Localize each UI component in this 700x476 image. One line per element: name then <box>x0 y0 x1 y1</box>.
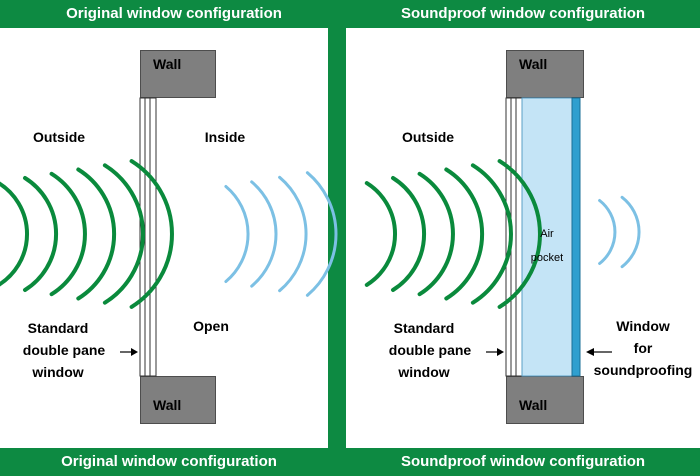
left-window-label-line3: window <box>32 364 84 380</box>
right-inside-wave-1 <box>598 199 617 265</box>
soundproof-label: Window for soundproofing <box>590 315 696 381</box>
left-inside-wave-2 <box>250 180 278 288</box>
right-wall-top-label: Wall <box>519 56 548 72</box>
right-outside-wave-4 <box>444 167 485 301</box>
air-pocket-label-line1: Air <box>540 228 554 240</box>
right-wall-bottom-label: Wall <box>519 397 548 413</box>
soundproof-label-line3: soundproofing <box>593 362 693 378</box>
left-open-label: Open <box>193 318 229 334</box>
left-wall-bottom: Wall <box>140 376 216 424</box>
right-window-label-line3: window <box>398 364 450 380</box>
air-pocket-label-line2: pocket <box>530 252 564 264</box>
sound-waves <box>0 159 641 309</box>
right-window-label: Standard double pane window <box>366 317 482 383</box>
left-outside-wave-4 <box>76 167 117 301</box>
left-outside-label: Outside <box>32 129 86 145</box>
right-window-label-line1: Standard <box>393 320 455 336</box>
left-wall-top: Wall <box>140 50 216 98</box>
left-outside-wave-1 <box>0 181 29 287</box>
soundproof-label-line1: Window <box>616 318 670 334</box>
left-window-label-line1: Standard <box>27 320 89 336</box>
left-window-label-line2: double pane <box>22 342 106 358</box>
right-header: Soundproof window configuration <box>400 5 646 22</box>
right-window-arrow <box>486 348 504 356</box>
left-inside-label: Inside <box>204 129 246 145</box>
right-double-pane-window <box>505 97 523 377</box>
left-inside-wave-4 <box>305 171 338 297</box>
left-inside-wave-3 <box>278 175 308 293</box>
left-double-pane-window <box>139 97 157 377</box>
right-wall-bottom: Wall <box>506 376 584 424</box>
right-outside-wave-6 <box>497 159 542 309</box>
right-wall-top: Wall <box>506 50 584 98</box>
right-outside-label: Outside <box>401 129 455 145</box>
right-footer: Soundproof window configuration <box>400 453 646 470</box>
soundproof-arrow <box>586 348 612 356</box>
right-outside-wave-5 <box>470 163 513 305</box>
left-footer: Original window configuration <box>61 453 277 470</box>
right-outside-wave-3 <box>417 171 455 297</box>
right-outside-wave-1 <box>364 181 397 287</box>
left-wall-bottom-label: Wall <box>153 397 182 413</box>
left-header: Original window configuration <box>66 5 282 22</box>
soundproof-window-pane <box>571 97 581 377</box>
left-wall-top-label: Wall <box>153 56 182 72</box>
right-outside-wave-2 <box>391 176 427 292</box>
air-pocket-label: Air pocket <box>522 216 572 264</box>
left-outside-wave-6 <box>129 159 174 309</box>
soundproof-label-line2: for <box>633 340 653 356</box>
left-inside-wave-1 <box>224 185 250 283</box>
air-pocket <box>521 97 573 377</box>
left-outside-wave-2 <box>23 176 59 292</box>
left-outside-wave-5 <box>102 163 145 305</box>
left-outside-wave-3 <box>49 171 87 297</box>
left-window-arrow <box>120 348 138 356</box>
right-inside-wave-2 <box>620 195 641 269</box>
right-window-label-line2: double pane <box>388 342 472 358</box>
left-window-label: Standard double pane window <box>0 317 116 383</box>
